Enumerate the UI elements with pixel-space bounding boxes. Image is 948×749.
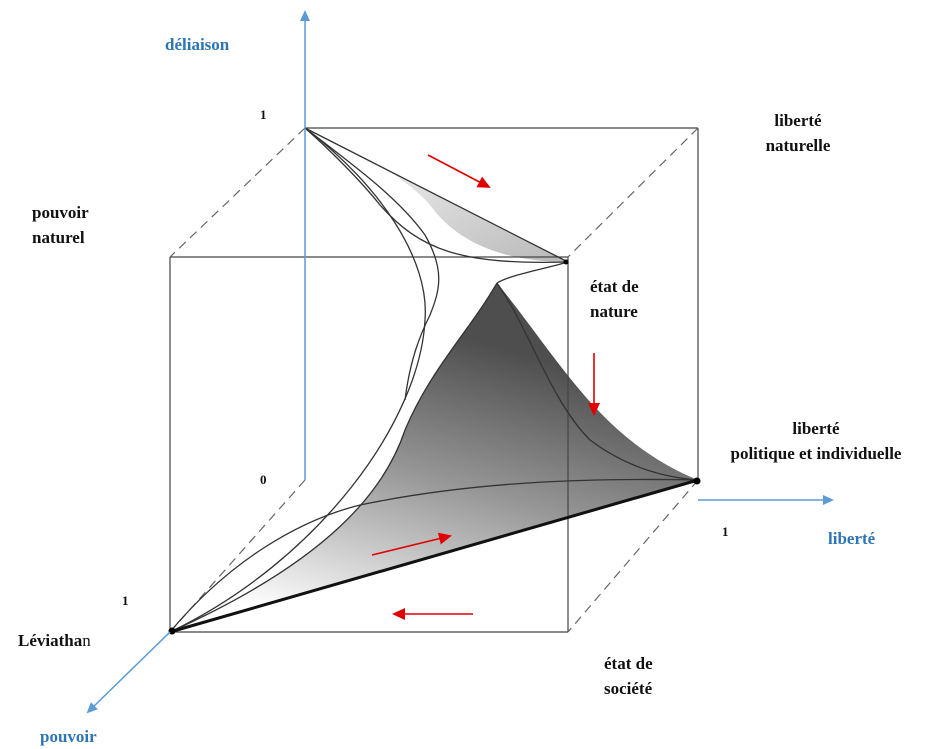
label-liberte-naturelle-line2: naturelle <box>748 133 848 158</box>
corner-dot-liberty <box>694 478 701 485</box>
label-etat-de-societe-line1: état de <box>604 651 653 676</box>
label-etat-de-societe-line2: société <box>604 676 653 701</box>
label-liberte-politique: liberté politique et individuelle <box>690 416 942 466</box>
label-etat-de-societe: état de société <box>604 651 653 701</box>
tick-deliaison-1: 1 <box>260 108 267 122</box>
axis-label-liberte: liberté <box>828 526 875 551</box>
label-liberte-politique-line1: liberté <box>690 416 942 441</box>
label-liberte-naturelle: liberté naturelle <box>748 108 848 158</box>
axis-pouvoir <box>88 632 170 712</box>
label-leviathan-bold: Léviatha <box>18 631 82 650</box>
label-pouvoir-naturel: pouvoir naturel <box>32 200 89 250</box>
label-pouvoir-naturel-line2: naturel <box>32 225 89 250</box>
label-pouvoir-naturel-line1: pouvoir <box>32 200 89 225</box>
label-etat-de-nature-line2: nature <box>590 299 639 324</box>
label-etat-de-nature: état de nature <box>590 274 639 324</box>
tick-pouvoir-1: 1 <box>122 594 129 608</box>
label-leviathan: Léviathan <box>18 628 91 653</box>
corner-dot-nature <box>564 260 569 265</box>
tick-liberte-1: 1 <box>722 525 729 539</box>
flow-arrow-top <box>428 155 489 187</box>
axis-label-pouvoir: pouvoir <box>40 724 97 749</box>
label-liberte-naturelle-line1: liberté <box>748 108 848 133</box>
label-etat-de-nature-line1: état de <box>590 274 639 299</box>
tick-origin-0: 0 <box>260 473 267 487</box>
label-liberte-politique-line2: politique et individuelle <box>690 441 942 466</box>
label-leviathan-end: n <box>82 631 91 650</box>
axis-label-deliaison: déliaison <box>165 32 229 57</box>
